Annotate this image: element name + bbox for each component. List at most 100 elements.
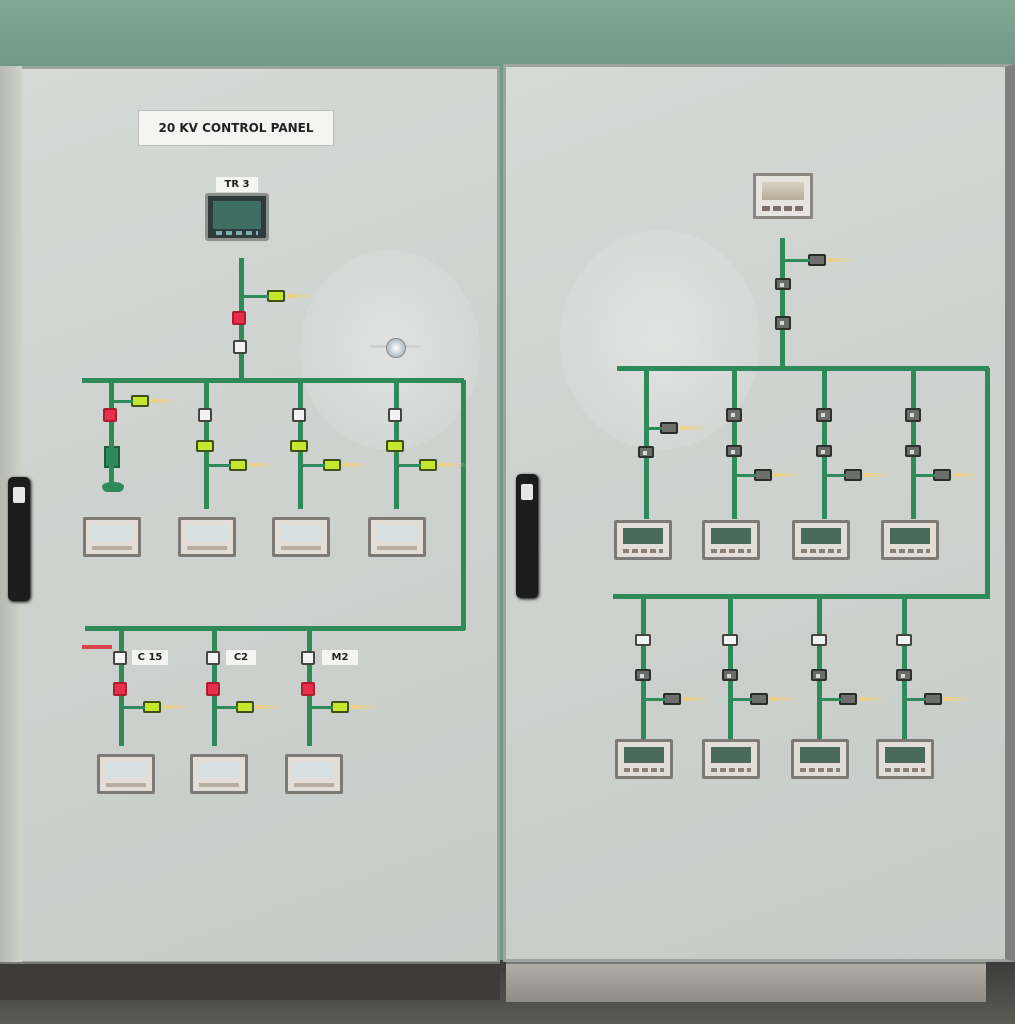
busbar-line (309, 706, 333, 709)
busbar-line (617, 366, 989, 371)
feeder-meter (702, 520, 760, 560)
feeder-meter (190, 754, 248, 794)
busbar-line (732, 369, 737, 519)
feeder-meter (792, 520, 850, 560)
disconnector-switch (896, 669, 912, 681)
wall (0, 0, 1015, 70)
busbar-line (985, 368, 990, 598)
disconnector-switch (726, 445, 742, 457)
breaker-switch (113, 682, 127, 696)
disconnector-switch (638, 446, 654, 458)
busbar-line (613, 594, 990, 599)
indicator-lead (351, 705, 379, 709)
disconnector-switch (198, 408, 212, 422)
breaker-switch (301, 682, 315, 696)
left-cabinet-plinth (0, 962, 500, 1000)
earthing-switch (816, 408, 832, 422)
busbar-line (82, 378, 464, 383)
earthing-switch (726, 408, 742, 422)
position-indicator (267, 290, 285, 302)
busbar-line (780, 238, 785, 368)
feeder-meter (702, 739, 760, 779)
busbar-line (782, 259, 810, 262)
position-indicator (323, 459, 341, 471)
position-indicator (196, 440, 214, 452)
disconnector-switch (206, 651, 220, 665)
position-indicator (419, 459, 437, 471)
position-indicator (808, 254, 826, 266)
busbar-line (241, 295, 269, 298)
indicator-lead (249, 463, 277, 467)
disconnector-switch (292, 408, 306, 422)
disconnector-switch (722, 669, 738, 681)
disconnector-switch (722, 634, 738, 646)
position-indicator (331, 701, 349, 713)
feeder-meter (285, 754, 343, 794)
busbar-line (824, 474, 846, 477)
busbar-line (734, 474, 756, 477)
busbar-line (644, 369, 649, 519)
disconnector-switch (816, 445, 832, 457)
indicator-lead (343, 463, 371, 467)
feeder-label-c2: C2 (226, 650, 256, 665)
feeder-label-c15: C 15 (132, 650, 168, 665)
feeder-meter (614, 520, 672, 560)
position-indicator (750, 693, 768, 705)
position-indicator (660, 422, 678, 434)
indicator-lead (439, 463, 467, 467)
indicator-lead (256, 705, 284, 709)
feeder-meter (97, 754, 155, 794)
busbar-line (643, 698, 665, 701)
feeder-meter (615, 739, 673, 779)
busbar-line (85, 626, 465, 631)
indicator-lead (680, 426, 708, 430)
indicator-lead (287, 294, 315, 298)
busbar-line (822, 369, 827, 519)
feeder-meter (83, 517, 141, 557)
feeder-meter (272, 517, 330, 557)
indicator-lead (683, 697, 711, 701)
busbar-line (461, 380, 466, 630)
position-indicator (236, 701, 254, 713)
selector-knob (386, 338, 406, 358)
red-marker (82, 645, 112, 649)
indicator-lead (828, 258, 856, 262)
indicator-lead (864, 473, 892, 477)
disconnector-switch (811, 669, 827, 681)
busbar-line (121, 706, 145, 709)
busbar-line (913, 474, 935, 477)
disconnector-switch (233, 340, 247, 354)
left-door-handle (8, 477, 30, 601)
feeder-meter (881, 520, 939, 560)
breaker-switch (232, 311, 246, 325)
disconnector-switch (905, 445, 921, 457)
position-indicator (754, 469, 772, 481)
disconnector-switch (635, 669, 651, 681)
indicator-lead (770, 697, 798, 701)
breaker-switch (206, 682, 220, 696)
busbar-line (111, 400, 133, 403)
disconnector-switch (775, 278, 791, 290)
protection-relay (205, 193, 269, 241)
busbar-line (396, 464, 421, 467)
position-indicator (143, 701, 161, 713)
busbar-line (911, 369, 916, 519)
right-cabinet-plinth (506, 962, 986, 1002)
busbar-line (646, 427, 662, 430)
feeder-meter (368, 517, 426, 557)
position-indicator (844, 469, 862, 481)
position-indicator (839, 693, 857, 705)
feeder-meter (876, 739, 934, 779)
disconnector-switch (896, 634, 912, 646)
disconnector-switch (388, 408, 402, 422)
disconnector-switch (635, 634, 651, 646)
indicator-lead (774, 473, 802, 477)
transformer-label: TR 3 (216, 177, 258, 192)
disconnector-switch (113, 651, 127, 665)
power-analyzer (753, 173, 813, 219)
position-indicator (131, 395, 149, 407)
indicator-lead (859, 697, 887, 701)
right-door-handle (516, 474, 538, 598)
feeder-label-m2: M2 (322, 650, 358, 665)
